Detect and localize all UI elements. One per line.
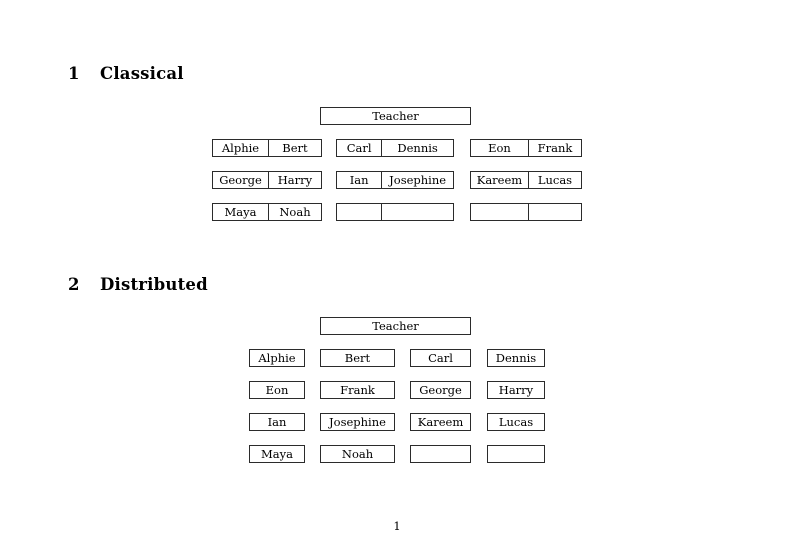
student-box: Kareem bbox=[410, 413, 471, 431]
student-box: Noah bbox=[320, 445, 395, 463]
section-heading-classical: 1 Classical bbox=[68, 64, 184, 83]
student-cell: Bert bbox=[267, 140, 321, 156]
student-box: George bbox=[410, 381, 471, 399]
student-cell: Lucas bbox=[527, 172, 581, 188]
student-box: Alphie bbox=[249, 349, 305, 367]
student-cell: Josephine bbox=[381, 172, 453, 188]
student-pair-row: George Harry bbox=[212, 171, 322, 189]
section-title: Distributed bbox=[100, 275, 208, 294]
student-pair-row-empty bbox=[470, 203, 582, 221]
student-cell: Dennis bbox=[381, 140, 453, 156]
teacher-box-distributed: Teacher bbox=[320, 317, 471, 335]
student-box-empty bbox=[487, 445, 545, 463]
student-cell: Kareem bbox=[476, 173, 523, 187]
student-cell: Alphie bbox=[221, 141, 260, 155]
student-box: Lucas bbox=[487, 413, 545, 431]
student-box: Harry bbox=[487, 381, 545, 399]
student-pair-row: Eon Frank bbox=[470, 139, 582, 157]
student-box: Carl bbox=[410, 349, 471, 367]
student-pair-row: Alphie Bert bbox=[212, 139, 322, 157]
section-number: 1 bbox=[68, 64, 80, 83]
student-cell: Frank bbox=[527, 140, 581, 156]
student-pair-row: Kareem Lucas bbox=[470, 171, 582, 189]
section-heading-distributed: 2 Distributed bbox=[68, 275, 208, 294]
student-box: Eon bbox=[249, 381, 305, 399]
student-cell: Noah bbox=[267, 204, 321, 220]
student-cell: Ian bbox=[349, 173, 369, 187]
student-cell-empty bbox=[381, 204, 453, 220]
student-cell: George bbox=[219, 173, 262, 187]
section-number: 2 bbox=[68, 275, 80, 294]
page-number: 1 bbox=[393, 519, 401, 533]
student-box: Ian bbox=[249, 413, 305, 431]
student-pair-row: Maya Noah bbox=[212, 203, 322, 221]
student-box: Dennis bbox=[487, 349, 545, 367]
student-cell: Carl bbox=[346, 141, 372, 155]
student-pair-row: Carl Dennis bbox=[336, 139, 454, 157]
student-box: Frank bbox=[320, 381, 395, 399]
teacher-box-classical: Teacher bbox=[320, 107, 471, 125]
student-cell: Eon bbox=[488, 141, 511, 155]
student-cell-empty bbox=[527, 204, 581, 220]
student-pair-row-empty bbox=[336, 203, 454, 221]
student-cell-empty bbox=[337, 204, 381, 220]
student-cell: Maya bbox=[224, 205, 257, 219]
student-box: Maya bbox=[249, 445, 305, 463]
student-cell: Harry bbox=[267, 172, 321, 188]
student-cell-empty bbox=[471, 204, 528, 220]
student-box-empty bbox=[410, 445, 471, 463]
student-box: Bert bbox=[320, 349, 395, 367]
section-title: Classical bbox=[100, 64, 184, 83]
student-pair-row: Ian Josephine bbox=[336, 171, 454, 189]
student-box: Josephine bbox=[320, 413, 395, 431]
